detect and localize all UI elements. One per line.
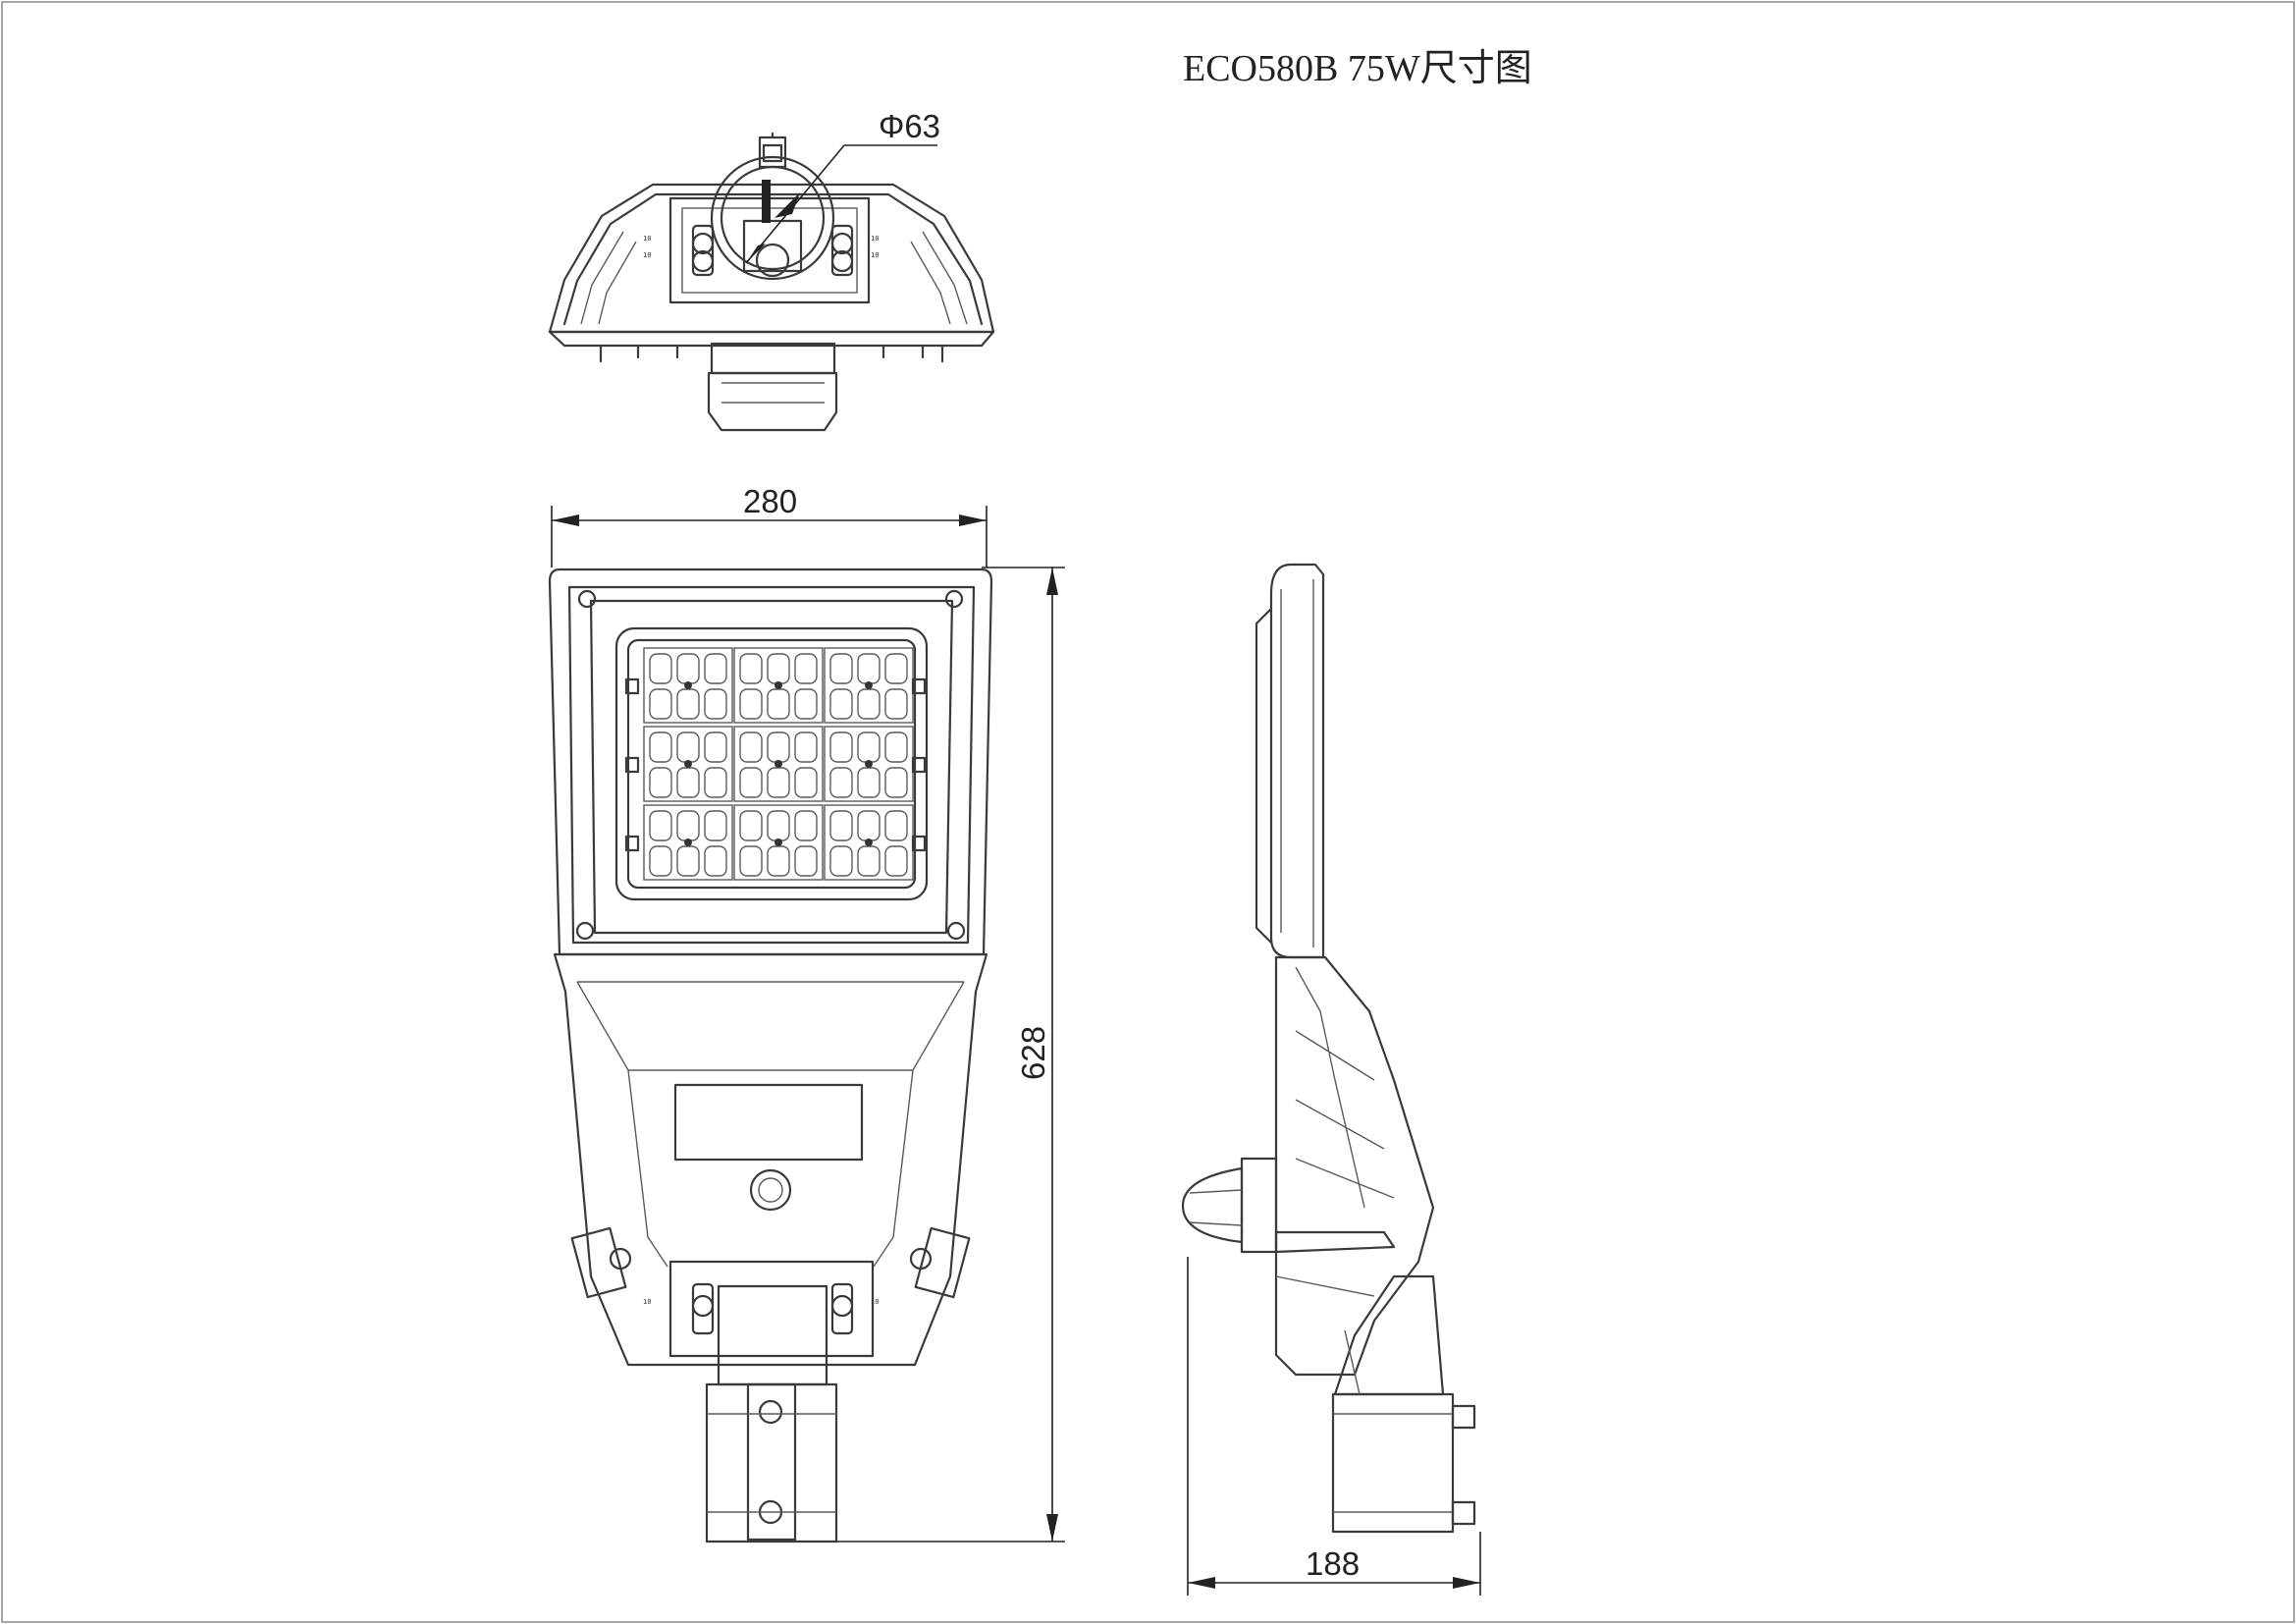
led-lens (704, 767, 727, 798)
led-lens (884, 688, 908, 720)
led-lens (829, 810, 853, 841)
led-module (733, 804, 824, 881)
dimension-length (836, 567, 1065, 1543)
led-lens (884, 810, 908, 841)
led-lens (794, 810, 818, 841)
led-lens (676, 688, 700, 720)
led-lens (794, 731, 818, 763)
dim-length-label: 628 (1015, 1026, 1051, 1080)
led-lens (704, 845, 727, 877)
end-view: 10 10 10 10 (548, 132, 995, 432)
module-clip (911, 835, 927, 852)
led-lens (857, 845, 881, 877)
module-clip (624, 677, 640, 695)
led-lens (739, 688, 763, 720)
led-screw (774, 760, 782, 768)
led-lens (794, 688, 818, 720)
led-screw (865, 760, 873, 768)
led-lens (857, 688, 881, 720)
led-lens (857, 767, 881, 798)
led-lens (829, 767, 853, 798)
led-lens (649, 731, 672, 763)
drawing-title: ECO580B 75W尺寸图 (1183, 48, 1532, 89)
led-screw (865, 839, 873, 846)
led-lens (676, 653, 700, 684)
led-lens (767, 731, 790, 763)
led-lens (829, 653, 853, 684)
dim-depth-label: 188 (1306, 1545, 1360, 1582)
led-lens (649, 810, 672, 841)
led-screw (774, 839, 782, 846)
led-lens (767, 688, 790, 720)
led-module (643, 647, 733, 724)
led-lens (829, 688, 853, 720)
led-lens (676, 845, 700, 877)
led-lens (829, 845, 853, 877)
module-clip (911, 756, 927, 774)
dimension-width (551, 506, 988, 568)
led-lens (649, 653, 672, 684)
led-module (643, 726, 733, 802)
svg-text:10: 10 (871, 235, 879, 243)
led-lens (829, 731, 853, 763)
led-lens (704, 810, 727, 841)
module-clip (911, 677, 927, 695)
svg-text:10: 10 (871, 251, 879, 259)
led-lens (884, 731, 908, 763)
svg-text:10: 10 (643, 235, 651, 243)
dim-bolt-diameter: Φ63 (879, 108, 940, 144)
led-lens (704, 653, 727, 684)
svg-text:10: 10 (643, 251, 651, 259)
led-screw (684, 839, 692, 846)
led-lens (767, 767, 790, 798)
led-lens (676, 731, 700, 763)
svg-text:10: 10 (643, 1298, 651, 1306)
led-lens (794, 845, 818, 877)
led-lens (767, 653, 790, 684)
led-lens (857, 810, 881, 841)
dim-width-label: 280 (743, 483, 797, 519)
led-screw (684, 760, 692, 768)
led-lens (676, 810, 700, 841)
led-lens (676, 767, 700, 798)
led-lens (794, 653, 818, 684)
led-lens (767, 810, 790, 841)
led-lens (884, 767, 908, 798)
led-lens (649, 767, 672, 798)
led-lens (884, 653, 908, 684)
led-lens (704, 688, 727, 720)
led-screw (774, 681, 782, 689)
led-lens (857, 653, 881, 684)
led-module (733, 726, 824, 802)
led-lens (739, 810, 763, 841)
led-lens (739, 845, 763, 877)
led-lens (704, 731, 727, 763)
led-screw (865, 681, 873, 689)
led-lens (857, 731, 881, 763)
led-lens (649, 845, 672, 877)
led-lens (884, 845, 908, 877)
svg-text:10: 10 (871, 1298, 879, 1306)
led-screw (684, 681, 692, 689)
module-clip (624, 835, 640, 852)
dimension-depth (1187, 1257, 1481, 1596)
front-view: 10 10 (548, 568, 993, 1543)
led-lens (739, 653, 763, 684)
module-clip (624, 756, 640, 774)
led-lens (794, 767, 818, 798)
led-lens (739, 731, 763, 763)
led-module (733, 647, 824, 724)
side-view (1181, 563, 1476, 1534)
led-lens (767, 845, 790, 877)
led-array (624, 647, 927, 881)
led-lens (739, 767, 763, 798)
led-lens (649, 688, 672, 720)
led-module (643, 804, 733, 881)
